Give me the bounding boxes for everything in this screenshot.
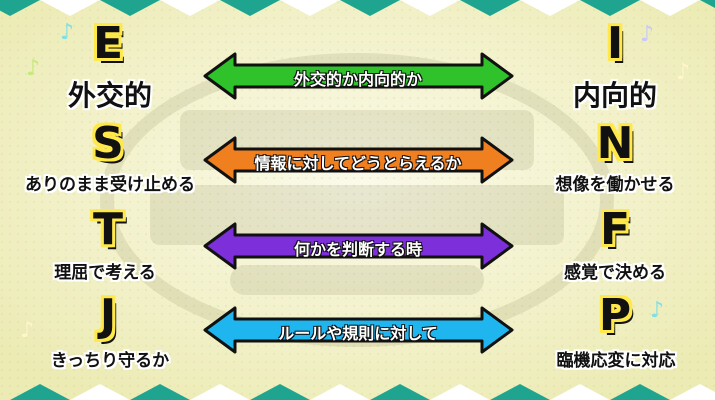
border-top bbox=[0, 0, 715, 16]
music-note-icon: ♪ bbox=[60, 20, 75, 45]
arrow-label: ルールや規則に対して bbox=[278, 324, 438, 343]
double-arrow-icon bbox=[203, 136, 514, 184]
pole-description-right: 臨機応変に対応 bbox=[556, 351, 676, 371]
arrows-layer bbox=[203, 52, 514, 354]
arrow-label: 外交的か内向的か bbox=[293, 70, 422, 89]
border-triangle bbox=[580, 0, 640, 16]
pole-letter-right: N bbox=[596, 118, 634, 169]
border-triangle bbox=[160, 0, 220, 16]
border-triangle bbox=[130, 384, 190, 400]
border-triangle bbox=[280, 0, 340, 16]
pole-letter-right: I bbox=[606, 18, 624, 69]
arrow-label: 何かを判断する時 bbox=[293, 240, 422, 259]
border-triangle bbox=[0, 0, 40, 16]
pole-letter-left: S bbox=[92, 118, 124, 169]
pole-letter-right: P bbox=[598, 290, 632, 341]
double-arrow-icon bbox=[203, 306, 514, 354]
border-bottom bbox=[10, 384, 715, 400]
border-triangle bbox=[670, 384, 715, 400]
pole-description-right: 内向的 bbox=[572, 79, 657, 112]
pole-letter-left: T bbox=[92, 204, 123, 255]
border-triangle bbox=[490, 384, 550, 400]
pole-letter-right: F bbox=[599, 204, 631, 255]
border-triangle bbox=[400, 0, 460, 16]
pole-description-left: きっちり守るか bbox=[50, 351, 170, 371]
border-triangle bbox=[310, 384, 370, 400]
border-triangle bbox=[10, 384, 70, 400]
border-triangle bbox=[430, 384, 490, 400]
music-note-icon: ♪ bbox=[650, 298, 665, 323]
pole-description-right: 想像を働かせる bbox=[555, 175, 675, 195]
border-triangle bbox=[640, 0, 700, 16]
pole-description-left: 外交的 bbox=[67, 79, 152, 112]
border-triangle bbox=[220, 0, 280, 16]
arrow-label: 情報に対してどうとらえるか bbox=[254, 154, 462, 173]
border-triangle bbox=[520, 0, 580, 16]
pole-letter-left: E bbox=[92, 18, 124, 69]
border-triangle bbox=[610, 384, 670, 400]
music-note-icon: ♪ bbox=[26, 56, 41, 81]
music-note-icon: ♪ bbox=[20, 318, 35, 343]
border-triangle bbox=[40, 0, 100, 16]
border-triangle bbox=[460, 0, 520, 16]
music-note-icon: ♪ bbox=[640, 22, 655, 47]
pole-description-left: ありのまま受け止める bbox=[25, 175, 195, 195]
border-triangle bbox=[340, 0, 400, 16]
music-note-icon: ♪ bbox=[676, 60, 691, 85]
border-triangle bbox=[250, 384, 310, 400]
pole-description-right: 感覚で決める bbox=[564, 263, 666, 283]
double-arrow-icon bbox=[203, 52, 514, 100]
border-triangle bbox=[700, 0, 715, 8]
pole-letter-left: J bbox=[99, 290, 117, 341]
double-arrow-icon bbox=[203, 222, 514, 270]
border-triangle bbox=[190, 384, 250, 400]
pole-description-left: 理屈で考える bbox=[54, 263, 156, 283]
border-triangle bbox=[70, 384, 130, 400]
border-triangle bbox=[550, 384, 610, 400]
border-triangle bbox=[370, 384, 430, 400]
border-triangle bbox=[100, 0, 160, 16]
